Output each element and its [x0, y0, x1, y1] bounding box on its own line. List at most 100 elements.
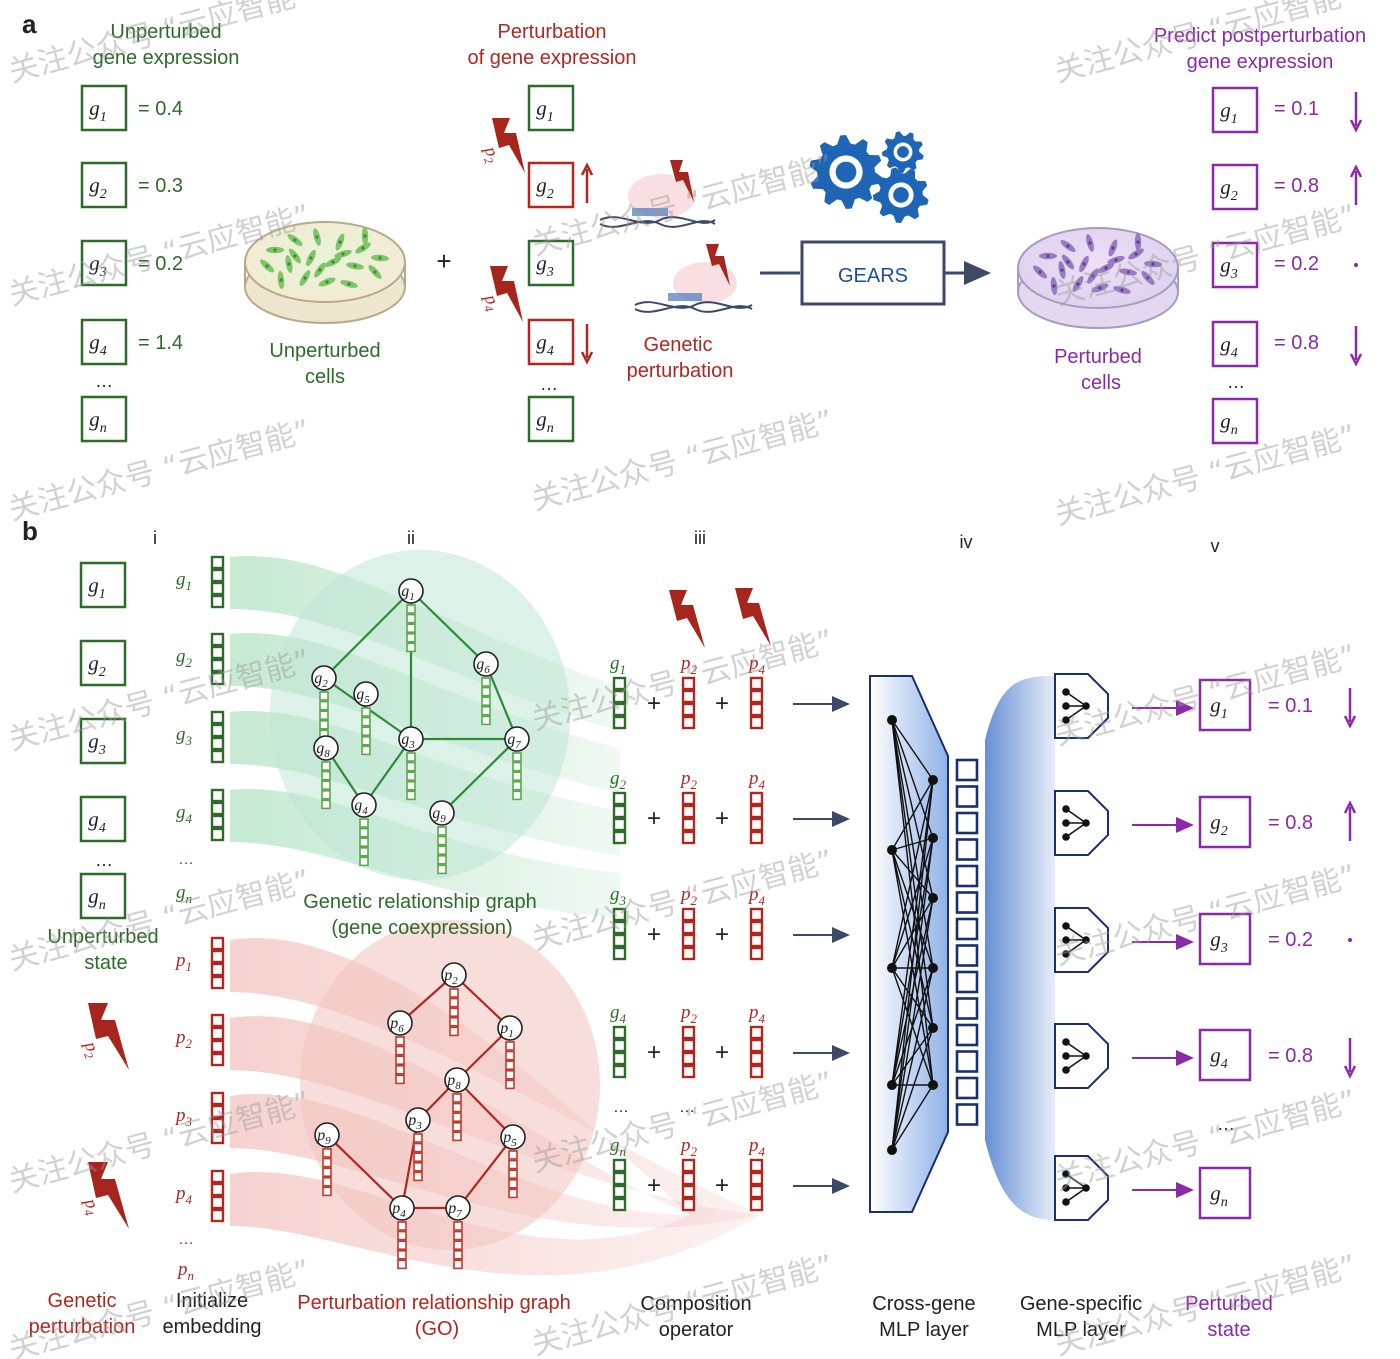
mlp-neuron: [887, 1145, 897, 1155]
predicted-change-arrow: [1349, 326, 1363, 367]
composition-row: g3+p2+p4: [610, 884, 850, 961]
gene-embedding-vector: [210, 710, 225, 764]
gears-box: [800, 240, 946, 306]
composition-perturbation-vector: [749, 1025, 764, 1079]
graph-node: g7: [504, 726, 530, 752]
composition-row: g4+p2+p4: [610, 1002, 850, 1079]
mlp-neuron: [887, 1080, 897, 1090]
graph-node: p8: [444, 1067, 470, 1093]
lightning-bolt-icon: [492, 118, 525, 173]
node-embedding-vector: [508, 1150, 518, 1199]
cell-nucleus: [341, 252, 345, 256]
gene-embedding-vector: [210, 632, 225, 686]
svg-text:g5: g5: [356, 686, 370, 706]
graph-edge: [326, 1134, 403, 1209]
composition-row: gn+p2+p4: [610, 1135, 850, 1212]
svg-text:g4: g4: [1220, 332, 1238, 361]
svg-text:p9: p9: [316, 1127, 331, 1147]
column-label-ii: ii: [407, 528, 415, 548]
cell-nucleus: [293, 254, 297, 258]
mlp-connection: [891, 837, 934, 969]
graph-edge: [323, 590, 412, 679]
node-embedding-vector: [413, 1133, 423, 1182]
cell-nucleus: [1038, 270, 1042, 274]
node-embedding-vector: [452, 1093, 462, 1142]
composition-perturbation-vector: [681, 907, 696, 961]
plus-sign: +: [715, 1172, 729, 1199]
ellipsis: …: [613, 1099, 629, 1116]
cell-nucleus: [265, 264, 269, 268]
cell-nucleus: [318, 268, 322, 272]
composition-gene-label: g2: [610, 768, 627, 792]
mlp-connection: [891, 719, 934, 781]
graph-node: p1: [497, 1015, 523, 1041]
composition-perturbation-label: p4: [747, 653, 766, 677]
gear-hub: [897, 146, 909, 158]
genetic-graph-title-line2: (gene coexpression): [331, 917, 512, 939]
composition-perturbation-vector: [681, 1025, 696, 1079]
graph-node: g5: [353, 681, 379, 707]
graph-edge: [456, 1079, 514, 1138]
cell-nucleus: [293, 238, 297, 242]
perturbation-title-line2: of gene expression: [467, 47, 636, 69]
output-gene-box: g3: [1198, 912, 1252, 966]
graph-node: g8: [313, 735, 339, 761]
cell-nucleus: [1066, 244, 1070, 248]
mlp-neuron: [887, 845, 897, 855]
genetic-perturbation-line2: perturbation: [627, 360, 734, 382]
unperturbed-dish: [244, 221, 406, 324]
composition-perturbation-vector: [681, 676, 696, 730]
perturbation-embedding-vector: [210, 936, 225, 990]
genetic-perturbation-line1: Genetic: [644, 334, 713, 356]
cross-gene-line1: Cross-gene: [872, 1293, 975, 1315]
watermark-text: 关注公众号 “云应智能”: [5, 414, 314, 528]
gene-embed-label: g2: [176, 646, 193, 670]
perturbed-cells-line1: Perturbed: [1054, 346, 1142, 368]
plus-sign: +: [715, 805, 729, 832]
cell-nucleus: [273, 248, 277, 252]
gene-box-predicted: g1: [1211, 86, 1259, 134]
watermark-text: 关注公众号 “云应智能”: [528, 149, 837, 263]
graph-node: p4: [389, 1195, 415, 1221]
composition-perturbation-label: p2: [679, 884, 698, 908]
ellipsis: …: [1227, 372, 1245, 392]
graph-node: g6: [473, 651, 499, 677]
plus-sign: +: [647, 805, 661, 832]
output-value: = 0.2: [1268, 929, 1313, 951]
watermark-text: 关注公众号 “云应智能”: [1051, 419, 1360, 533]
plus-sign: +: [647, 921, 661, 948]
svg-text:g1: g1: [89, 96, 107, 125]
perturbed-state-line1: Perturbed: [1185, 1293, 1273, 1315]
output-gene-box: g1: [1198, 678, 1252, 732]
watermark-text: 关注公众号 “云应智能”: [5, 0, 314, 90]
perturbed-gene-column: g1g2g3g4gn…: [527, 84, 594, 443]
composition-perturbation-label: p2: [679, 1135, 698, 1159]
svg-text:p3: p3: [407, 1112, 422, 1132]
node-embedding-vector: [319, 691, 329, 740]
plus-sign: +: [436, 246, 451, 276]
output-change-arrow: [1343, 688, 1357, 729]
panel-a: a Unperturbed gene expression Perturbati…: [22, 9, 1366, 445]
column-label-iii: iii: [694, 528, 706, 548]
perturbation-graph-title-line2: (GO): [415, 1318, 459, 1340]
input-gene-column: g1g2g3g4gn…: [79, 561, 127, 920]
svg-text:p2: p2: [443, 967, 458, 987]
node-embedding-vector: [406, 604, 416, 653]
gene-embedding-vector: [210, 555, 225, 609]
column-label-v: v: [1211, 536, 1220, 556]
graph-edge: [363, 738, 412, 806]
node-embedding-vector: [395, 1036, 405, 1085]
cell-nucleus: [1114, 258, 1118, 262]
composition-gene-vector: [612, 1025, 627, 1079]
input-gene-box: gn: [79, 872, 127, 920]
mlp-connection: [891, 837, 934, 1151]
perturbation-embed-label: pn: [176, 1259, 194, 1283]
svg-text:p1: p1: [499, 1020, 514, 1040]
mlp-neuron: [887, 715, 897, 725]
svg-text:g1: g1: [88, 573, 106, 602]
svg-text:g3: g3: [1220, 253, 1238, 282]
svg-text:g2: g2: [314, 670, 328, 690]
